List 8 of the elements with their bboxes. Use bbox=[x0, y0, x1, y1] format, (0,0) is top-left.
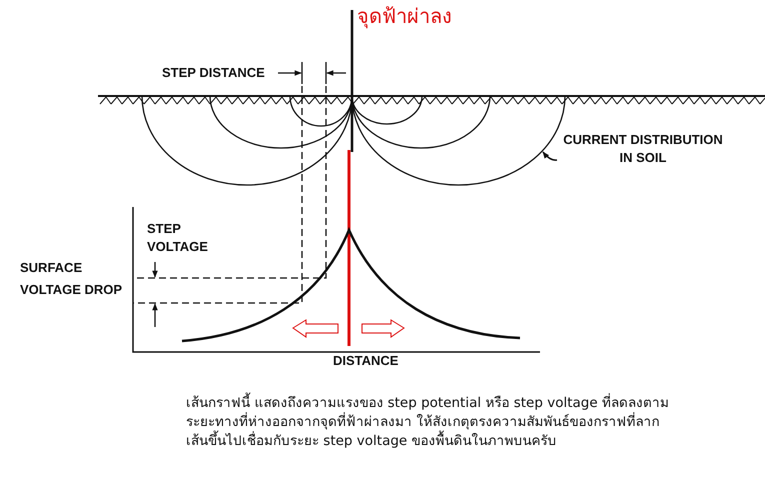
axis-label: DISTANCE bbox=[333, 352, 398, 370]
axis-label: SURFACE VOLTAGE DROP bbox=[20, 259, 124, 299]
dimension-label: STEP DISTANCE bbox=[162, 64, 265, 82]
axis-label: STEP VOLTAGE bbox=[147, 220, 209, 256]
strike-point-label: จุดฟ้าผ่าลง bbox=[357, 5, 452, 30]
leader-line bbox=[542, 151, 558, 161]
caption: เส้นกราฟนี้ แสดงถึงความแรงของ step potential หรือ step voltage ที่ลดลงตามระยะทางที่ห่างออกจากจุดที่ฟ้าผ่าลงมา ให้สังเกตุตรงความสัมพันธ์ของกราฟที่ลากเส้นขึ้นไปเชื่อมกับระยะ step voltage ของพื้นดินในภาพบนครับ bbox=[186, 394, 676, 451]
callout-label: CURRENT DISTRIBUTION IN SOIL bbox=[557, 131, 729, 167]
